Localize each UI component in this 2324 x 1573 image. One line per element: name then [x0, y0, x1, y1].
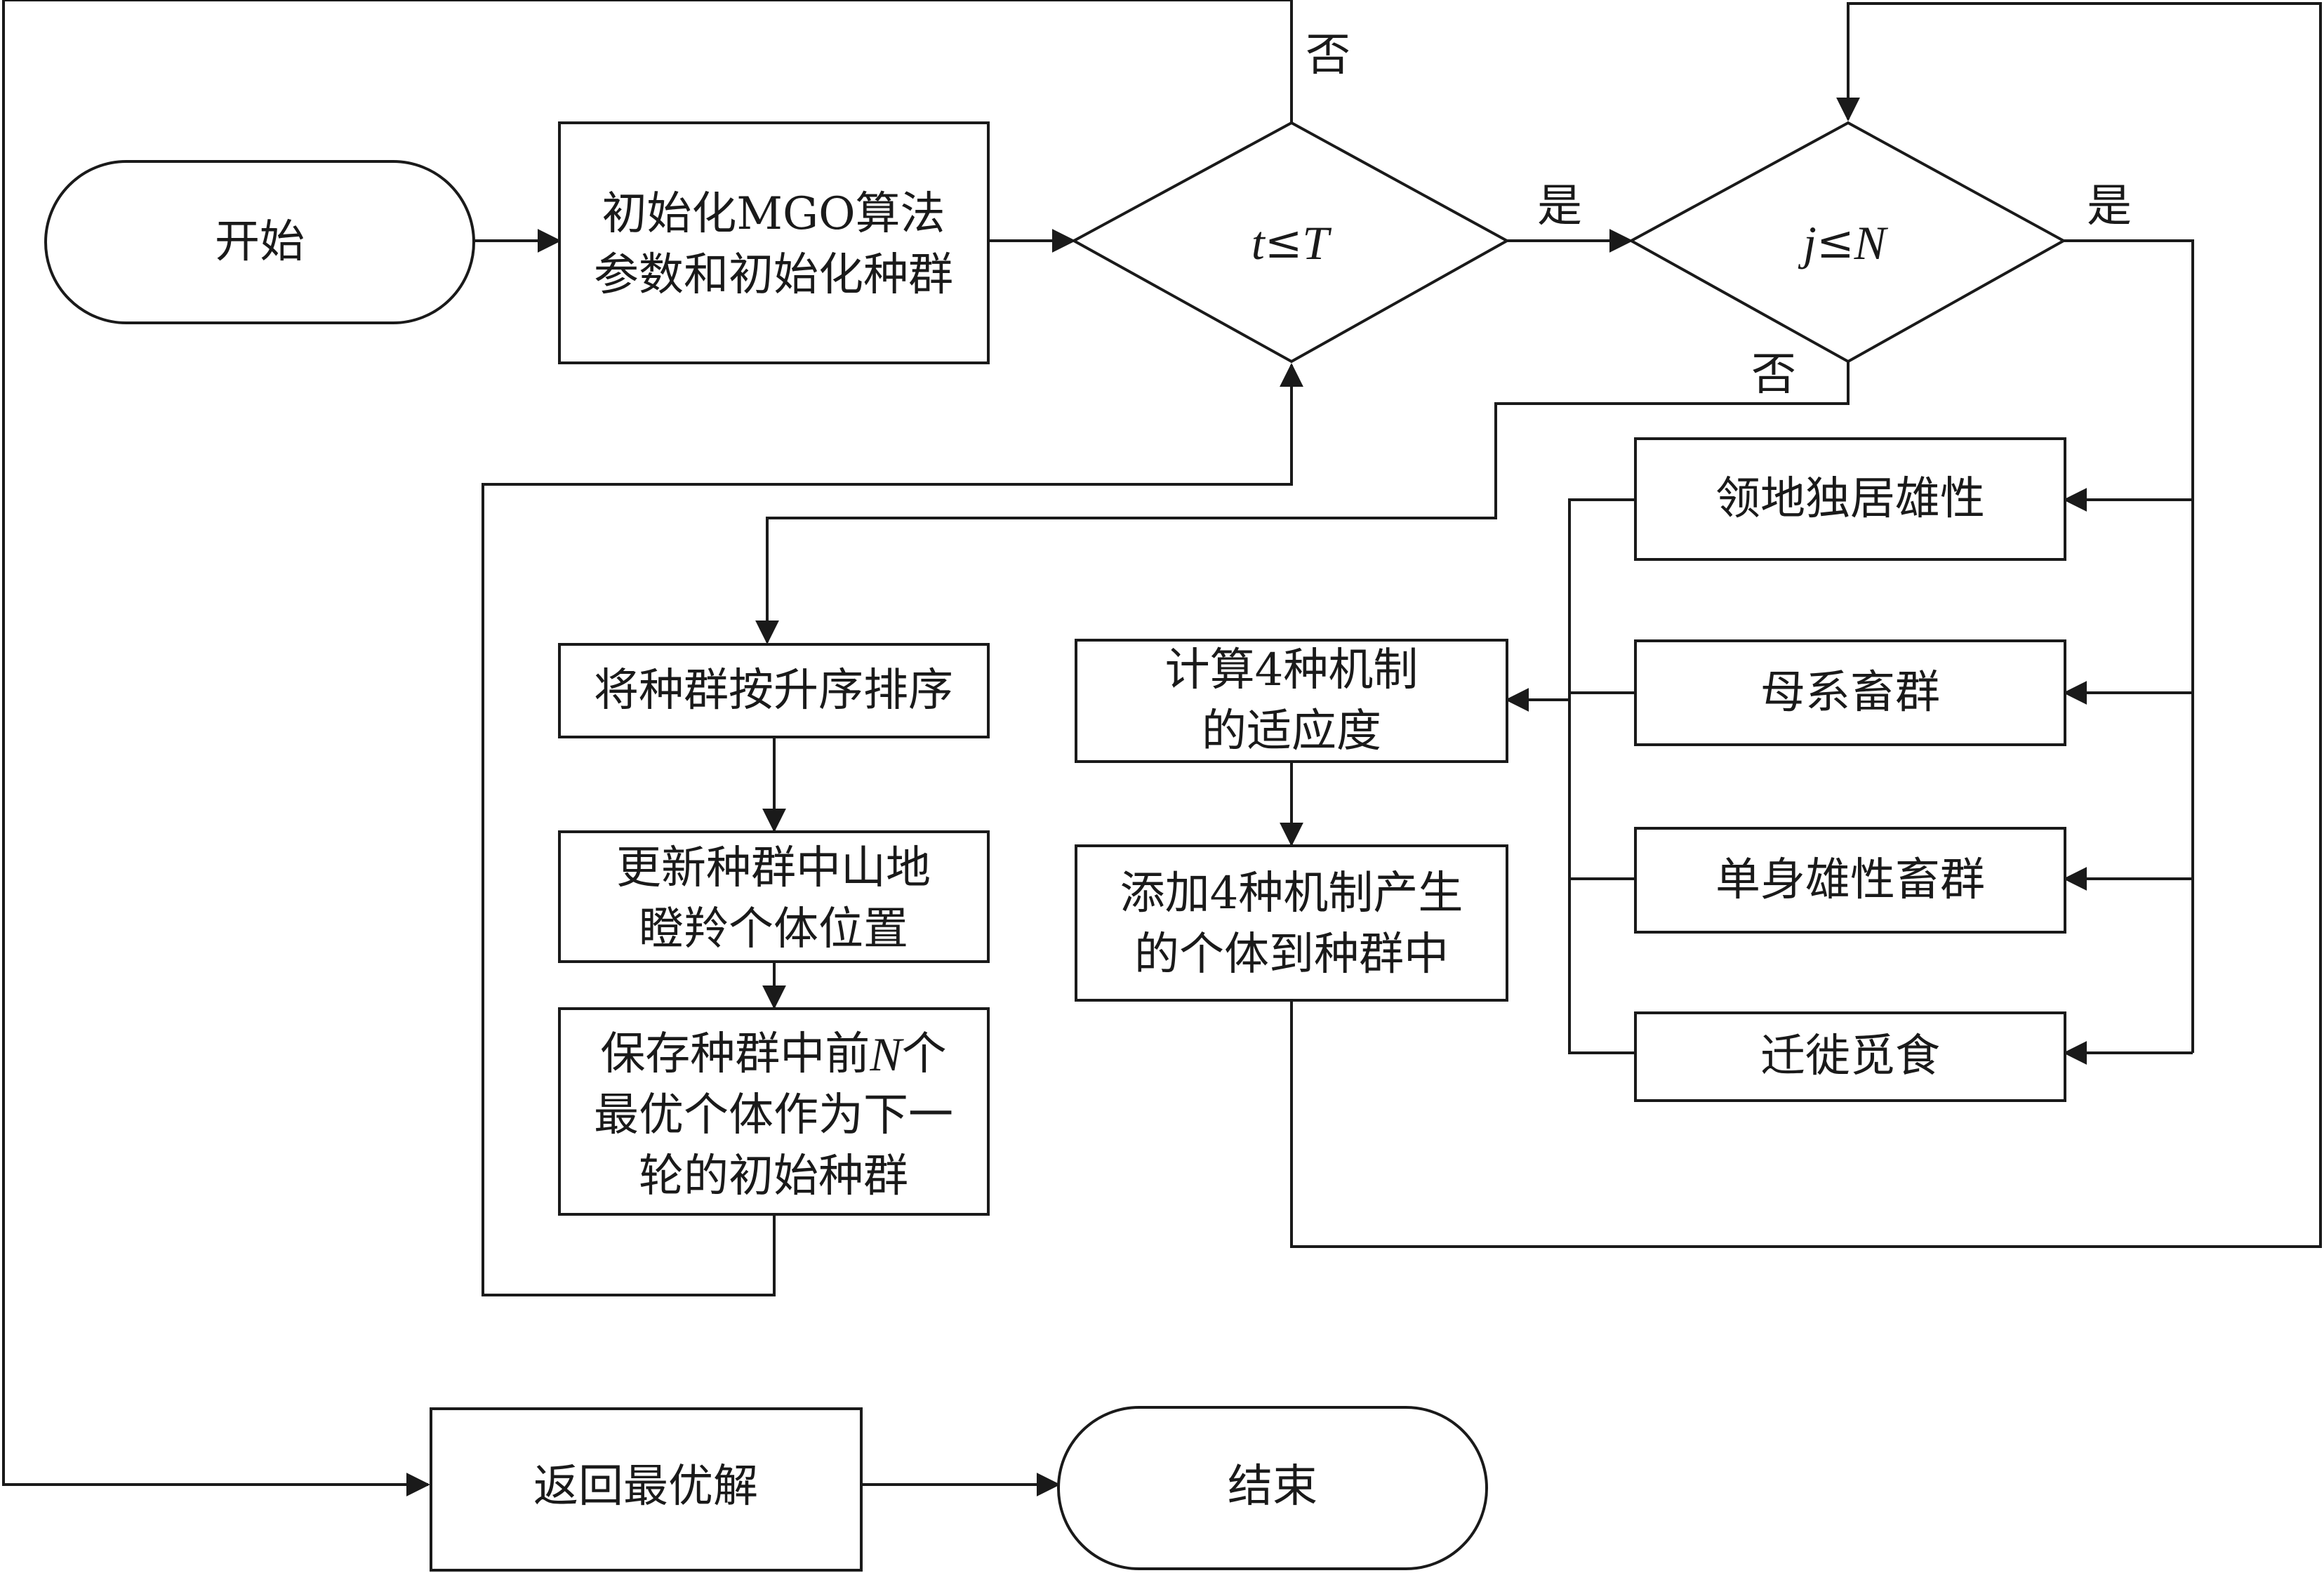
- init-label-line1: 初始化MGO算法: [602, 188, 945, 240]
- init-label-line2: 参数和初始化种群: [594, 249, 953, 301]
- edge-save-loop-to-t: [482, 363, 1303, 1296]
- update-box: [558, 830, 990, 963]
- migration-label: 迁徙觅食: [1760, 1030, 1940, 1082]
- t-decision: [1070, 121, 1510, 364]
- save-line1-prefix: 保存种群中前: [600, 1028, 870, 1080]
- territorial-label: 领地独居雄性: [1715, 473, 1985, 525]
- edge-add-loop-to-j: [1290, 2, 2322, 1248]
- save-line1-suffix: 个: [902, 1028, 947, 1080]
- connectors: [2, 0, 2322, 1496]
- edge-j-yes-bus: [2064, 239, 2194, 1053]
- bachelor-box: [1634, 827, 2066, 934]
- end-terminal: [1057, 1406, 1488, 1570]
- label-j-no: 否: [1751, 349, 1796, 401]
- save-label-line3: 轮的初始种群: [639, 1150, 908, 1202]
- save-label-line2: 最优个体作为下一: [594, 1089, 953, 1141]
- save-line1-var: N: [869, 1028, 904, 1081]
- j-decision: [1628, 121, 2067, 364]
- update-label-line1: 更新种群中山地: [616, 842, 931, 894]
- add-label-line1: 添加4种机制产生: [1120, 868, 1463, 920]
- edge-j-no-to-sort: [755, 361, 1850, 644]
- label-t-yes: 是: [1537, 180, 1582, 232]
- j-bound: N: [1854, 216, 1889, 270]
- start-label: 开始: [215, 216, 305, 268]
- migration-box: [1634, 1011, 2066, 1102]
- sort-box: [558, 643, 990, 738]
- territorial-box: [1634, 437, 2066, 561]
- j-condition: j≤N: [1798, 216, 1889, 270]
- t-condition: t≤T: [1251, 216, 1332, 270]
- fitness-box: [1075, 639, 1508, 763]
- add-label-line2: 的个体到种群中: [1134, 929, 1449, 981]
- t-var: t: [1251, 216, 1266, 270]
- label-t-no: 否: [1306, 29, 1350, 81]
- t-bound: T: [1302, 216, 1332, 270]
- update-label-line2: 瞪羚个体位置: [639, 903, 908, 955]
- edge-t-no-to-return: [2, 0, 1293, 1496]
- save-label-line1: 保存种群中前N个: [600, 1028, 946, 1081]
- end-label: 结束: [1228, 1461, 1317, 1513]
- label-j-yes: 是: [2087, 180, 2132, 232]
- bachelor-label: 单身雄性畜群: [1715, 854, 1985, 906]
- sort-label: 将种群按升序排序: [594, 665, 953, 717]
- return-box: [430, 1407, 863, 1572]
- save-box: [558, 1007, 990, 1216]
- t-op: ≤: [1265, 217, 1303, 269]
- add-box: [1075, 844, 1508, 1002]
- return-label: 返回最优解: [533, 1461, 758, 1513]
- fitness-label-line1: 计算4种机制: [1165, 644, 1419, 696]
- maternal-box: [1634, 639, 2066, 746]
- init-box: [558, 121, 990, 364]
- maternal-label: 母系畜群: [1760, 667, 1940, 719]
- edge-mechanisms-collector: [1568, 498, 1635, 1054]
- start-terminal: [44, 160, 475, 324]
- fitness-label-line2: 的适应度: [1202, 705, 1381, 757]
- j-op: ≤: [1817, 217, 1854, 269]
